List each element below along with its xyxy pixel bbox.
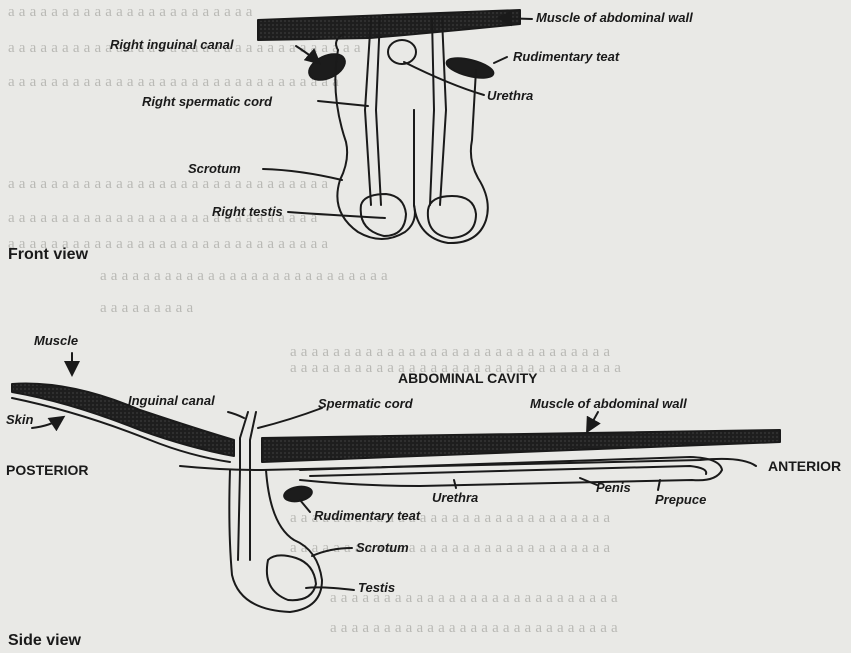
label-muscle-abdominal-wall-front: Muscle of abdominal wall: [536, 10, 693, 25]
label-scrotum-side: Scrotum: [356, 540, 409, 555]
front-abdominal-muscle: [258, 10, 520, 40]
front-left-testis: [428, 196, 476, 238]
label-urethra-front: Urethra: [487, 88, 533, 103]
label-right-spermatic-cord: Right spermatic cord: [142, 94, 272, 109]
front-left-teat: [305, 49, 349, 85]
label-urethra-side: Urethra: [432, 490, 478, 505]
front-scrotum-left: [335, 50, 415, 239]
label-abdominal-cavity: ABDOMINAL CAVITY: [398, 370, 537, 386]
front-right-teat: [445, 54, 495, 81]
side-testis: [267, 555, 316, 600]
label-testis: Testis: [358, 580, 395, 595]
label-prepuce: Prepuce: [655, 492, 706, 507]
front-right-testis: [361, 194, 406, 236]
label-anterior: ANTERIOR: [768, 458, 841, 474]
label-spermatic-cord: Spermatic cord: [318, 396, 413, 411]
label-rudimentary-teat-side: Rudimentary teat: [314, 508, 420, 523]
label-muscle: Muscle: [34, 333, 78, 348]
label-posterior: POSTERIOR: [6, 462, 88, 478]
label-right-inguinal-canal: Right inguinal canal: [110, 37, 234, 52]
label-skin: Skin: [6, 412, 33, 427]
label-scrotum-front: Scrotum: [188, 161, 241, 176]
label-muscle-abdominal-wall-side: Muscle of abdominal wall: [530, 396, 687, 411]
label-penis: Penis: [596, 480, 631, 495]
side-view-heading: Side view: [8, 632, 81, 650]
label-right-testis: Right testis: [212, 204, 283, 219]
label-rudimentary-teat-front: Rudimentary teat: [513, 49, 619, 64]
front-urethra: [388, 40, 416, 64]
side-rudimentary-teat: [283, 485, 313, 504]
front-view-heading: Front view: [8, 246, 88, 264]
label-inguinal-canal: Inguinal canal: [128, 393, 215, 408]
